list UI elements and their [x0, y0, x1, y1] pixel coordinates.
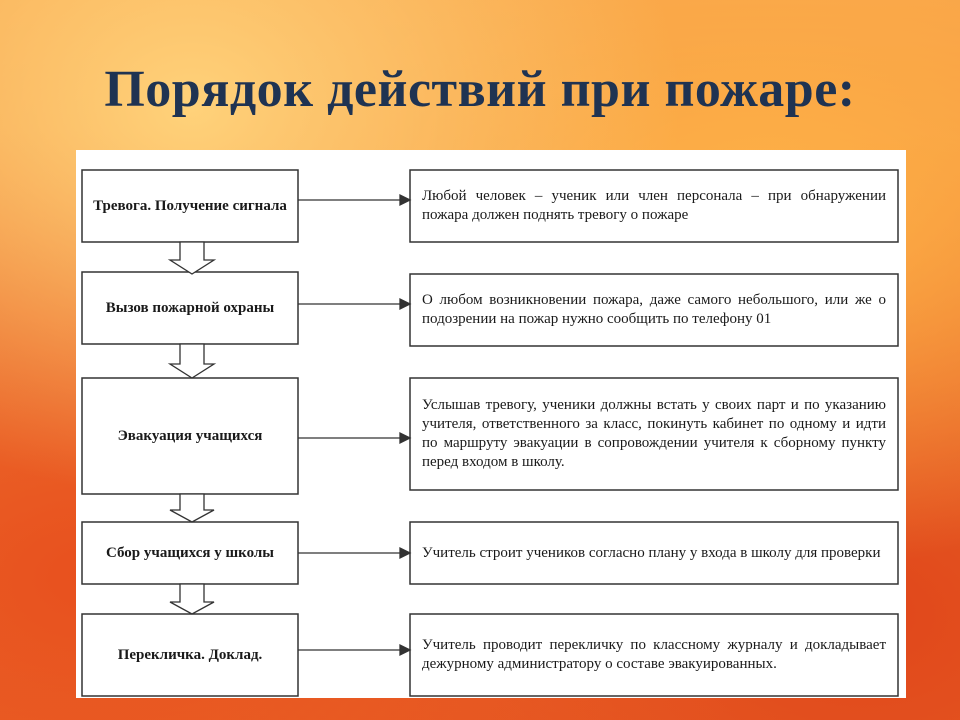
right-arrow-4	[399, 546, 412, 560]
desc-box-5	[409, 613, 899, 697]
down-arrow-2	[167, 343, 217, 379]
desc-box-2	[409, 273, 899, 347]
right-arrow-2	[399, 297, 412, 311]
step-description-3: Услышав тревогу, ученики должны встать у…	[422, 397, 886, 470]
right-arrow-5	[399, 643, 412, 657]
step-label-2: Вызов пожарной охраны	[105, 299, 275, 316]
down-arrow-3	[169, 493, 215, 523]
flowchart-connectors	[81, 169, 899, 697]
flowchart-panel: Тревога. Получение сигнала Вызов пожарно…	[76, 150, 906, 698]
down-arrow-4	[169, 583, 215, 615]
step-label-3: Эвакуация учащихся	[117, 427, 263, 444]
step-description-4: Учитель строит учеников согласно плану у…	[422, 544, 881, 561]
down-arrow-1	[167, 241, 217, 275]
desc-box-3	[409, 377, 899, 491]
step-description-5: Учитель проводит перекличку по классному…	[422, 637, 886, 672]
right-arrow-1	[399, 193, 412, 207]
desc-box-1	[409, 169, 899, 243]
step-description-1: Любой человек – ученик или член персонал…	[422, 188, 886, 223]
step-box-5	[81, 613, 299, 697]
right-arrow-3	[399, 431, 412, 445]
step-label-5: Перекличка. Доклад.	[117, 646, 263, 663]
step-label-1: Тревога. Получение сигнала	[93, 197, 287, 214]
step-label-4: Сбор учащихся у школы	[105, 544, 275, 561]
step-description-2: О любом возникновении пожара, даже самог…	[422, 292, 886, 327]
page-title: Порядок действий при пожаре:	[104, 61, 856, 118]
